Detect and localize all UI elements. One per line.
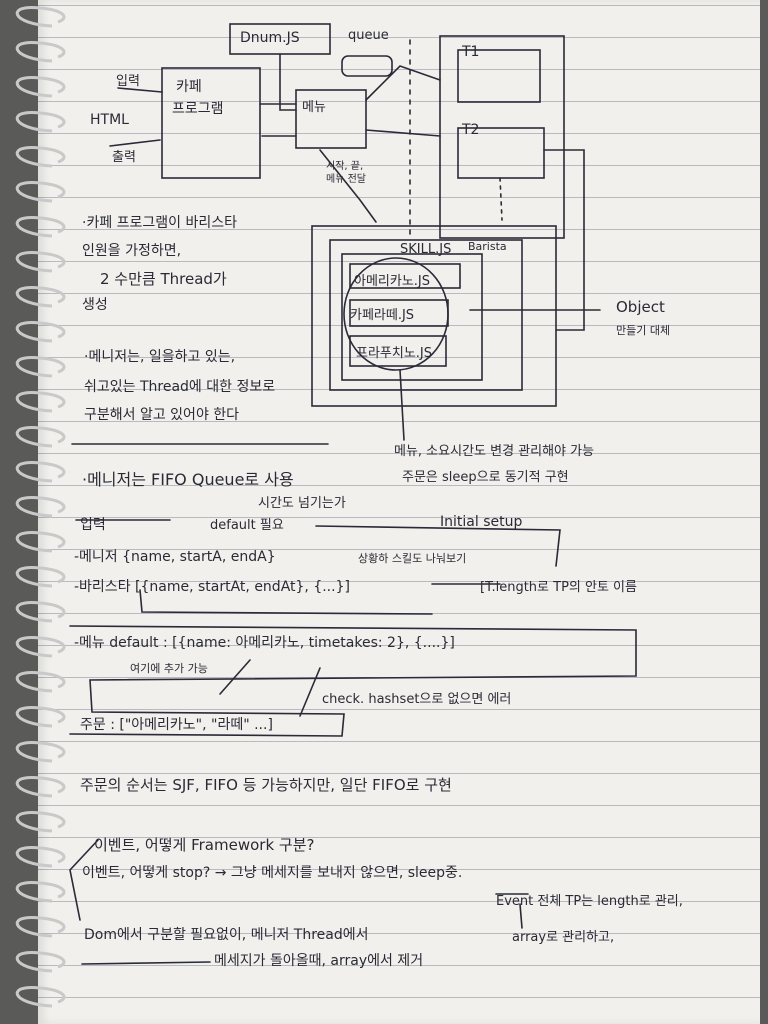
object-sub-label: 만들기 대체 [616,324,671,337]
html-label: HTML [90,112,129,128]
cafe-program-label-1: 카페 [176,79,202,95]
spiral-ring [15,320,66,343]
spiral-ring [15,740,66,763]
latte-box [349,299,449,327]
frappe-box [349,335,447,367]
spiral-ring [15,880,66,903]
barista-line: -바리스타 [{name, startAt, endAt}, {...}] [74,579,350,595]
spiral-ring [15,670,66,693]
spiral-ring [15,40,66,63]
note-1-line-3: 2 수만큼 Thread가 [100,270,227,288]
order-rule: 주문의 순서는 SJF, FIFO 등 가능하지만, 일단 FIFO로 구현 [80,776,452,794]
check-note: check. hashset으로 없으면 에러 [322,692,512,707]
spiral-ring [15,145,66,168]
spiral-ring [15,950,66,973]
spiral-ring [15,495,66,518]
t1-label: T1 [462,44,480,60]
question-2: 이벤트, 어떻게 stop? → 그냥 메세지를 보내지 않으면, sleep중… [82,865,463,881]
queue-box [341,55,393,77]
spiral-ring [15,705,66,728]
cafe-program-label-2: 프로그램 [172,101,224,117]
question-1: 이벤트, 어떻게 Framework 구분? [94,836,315,854]
frappe-label: 프라푸치노.JS [356,346,433,361]
question-3-note: array로 관리하고, [512,930,615,945]
question-3: Dom에서 구분할 필요없이, 메니저 Thread에서 [84,927,369,943]
barista-note: [T.length로 TP의 안토 이름 [480,580,637,595]
note-1-line-4: 생성 [82,297,108,313]
spiral-ring [15,810,66,833]
barista-outer-box [311,225,557,407]
spiral-ring [15,5,66,28]
spiral-ring [15,915,66,938]
time-note: 시간도 넘기는가 [258,496,346,511]
spiral-ring [15,565,66,588]
spiral-ring [15,530,66,553]
note-2-line-1: ·메니저는, 일을하고 있는, [84,349,236,365]
barista-box [329,239,523,391]
input-heading: 입력 [80,517,106,533]
question-2-note: Event 전체 TP는 length로 관리, [496,894,683,909]
americano-label: 아메리카노.JS [354,274,431,289]
skill-label: SKILL.JS [400,242,452,257]
spiral-ring [15,845,66,868]
note-3: ·메니저는 FIFO Queue로 사용 [82,470,294,489]
spiral-ring [15,285,66,308]
spiral-ring [15,985,66,1008]
spiral-ring [15,75,66,98]
spiral-ring [15,775,66,798]
spiral-ring [15,425,66,448]
t2-label: T2 [462,122,480,138]
spiral-ring [15,390,66,413]
spiral-ring [15,635,66,658]
menu-label: 메뉴 [302,100,326,115]
output-label: 출력 [112,150,136,165]
spiral-ring [15,110,66,133]
spiral-ring [15,250,66,273]
cafe-program-box [161,67,261,179]
americano-box [349,263,461,289]
queue-label: queue [348,28,389,43]
default-note: default 필요 [210,518,284,533]
object-label: Object [616,298,665,316]
t2-box [457,127,545,179]
spiral-ring [15,215,66,238]
side-note: 시작, 끝, 메뉴 전달 [326,161,366,185]
thread-pool-box [439,35,565,239]
input-label: 입력 [116,74,140,89]
menu-box [295,89,367,149]
spiral-ring [15,460,66,483]
spiral-ring [15,180,66,203]
manager-line: -메니저 {name, startA, endA} [74,549,276,565]
menu-note-line-2: 주문은 sleep으로 동기적 구현 [402,470,569,485]
menu-default-line: -메뉴 default : [{name: 아메리카노, timetakes: … [74,635,455,651]
note-1-line-1: ·카페 프로그램이 바리스타 [82,215,238,231]
order-line: 주문 : ["아메리카노", "라떼" ...] [80,717,273,733]
spiral-ring [15,355,66,378]
question-4: 메세지가 돌아올때, array에서 제거 [214,953,424,969]
t1-box [457,49,541,103]
note-1-line-2: 인원을 가정하면, [82,243,182,259]
file-label: Dnum.JS [240,30,300,46]
menu-note-line-1: 메뉴, 소요시간도 변경 관리해야 가능 [394,444,595,459]
note-2-line-3: 구분해서 알고 있어야 한다 [84,407,240,423]
spiral-binding [15,5,66,1008]
spiral-ring [15,600,66,623]
manager-note: 상황하 스킬도 나눠보기 [358,552,467,565]
add-note: 여기에 추가 가능 [130,662,208,675]
initial-setup: Initial setup [440,514,523,530]
skill-box [341,253,483,381]
latte-label: 카페라떼.JS [350,308,415,323]
barista-label: Barista [468,240,507,253]
note-2-line-2: 쉬고있는 Thread에 대한 정보로 [84,379,276,395]
notebook-page [38,0,760,1024]
